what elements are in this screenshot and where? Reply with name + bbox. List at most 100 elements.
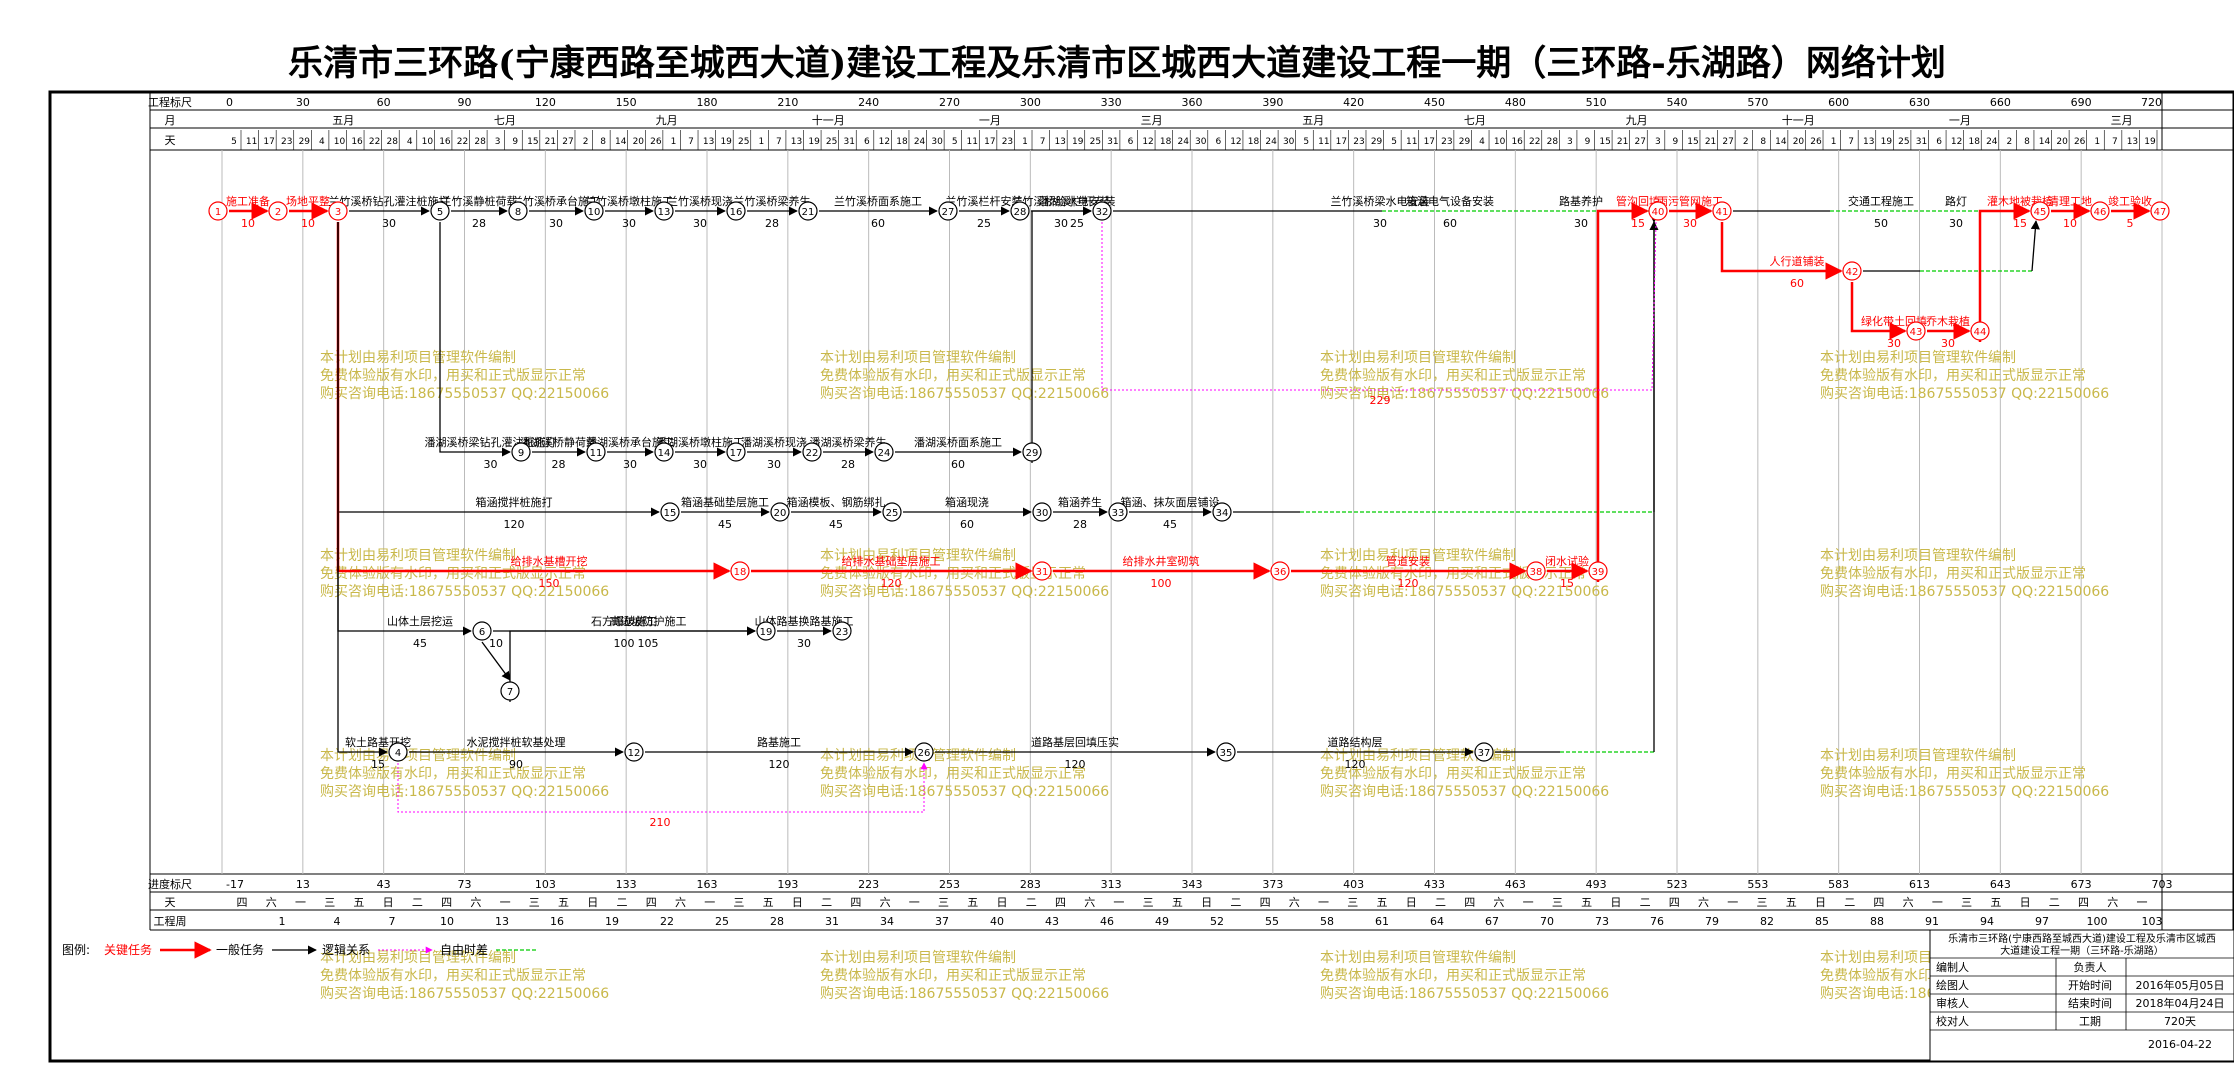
node-number: 13 bbox=[658, 207, 671, 218]
watermark-text: 本计划由易利项目管理软件编制 bbox=[1320, 950, 1516, 966]
top-tick: 30 bbox=[296, 96, 310, 109]
node-circle bbox=[328, 201, 348, 221]
day-label: 7 bbox=[688, 137, 694, 147]
node-circle bbox=[1032, 502, 1052, 522]
progress-tick: 553 bbox=[1747, 878, 1768, 891]
node-number: 20 bbox=[774, 508, 787, 519]
day-label: 22 bbox=[369, 137, 380, 147]
weekday-label: 六 bbox=[1084, 896, 1095, 909]
week-label: 28 bbox=[770, 915, 784, 928]
week-label: 16 bbox=[550, 915, 564, 928]
node-number: 11 bbox=[590, 448, 603, 459]
activity-duration: 45 bbox=[718, 518, 732, 531]
node-circle bbox=[756, 621, 776, 641]
activity-duration: 60 bbox=[871, 217, 885, 230]
day-label: 2 bbox=[1743, 137, 1749, 147]
node-number: 9 bbox=[518, 448, 524, 459]
watermark-text: 购买咨询电话:18675550537 QQ:22150066 bbox=[320, 386, 609, 402]
activity-name: 山体土层挖运 bbox=[387, 614, 453, 628]
activity-duration: 15 bbox=[1560, 577, 1574, 590]
day-label: 9 bbox=[1673, 137, 1679, 147]
node-number: 19 bbox=[760, 627, 773, 638]
weekday-label: 四 bbox=[1873, 896, 1884, 909]
watermark-text: 免费体验版有水印，用买和正式版显示正常 bbox=[320, 968, 586, 984]
node-number: 38 bbox=[1530, 567, 1543, 578]
top-tick: 180 bbox=[697, 96, 718, 109]
day-label: 5 bbox=[952, 137, 958, 147]
activity-duration: 60 bbox=[960, 518, 974, 531]
progress-tick: 13 bbox=[296, 878, 310, 891]
day-label: 23 bbox=[1002, 137, 1013, 147]
day-label: 11 bbox=[967, 137, 978, 147]
node-number: 42 bbox=[1846, 267, 1859, 278]
day-label: 16 bbox=[439, 137, 451, 147]
day-label: 10 bbox=[422, 137, 434, 147]
day-label: 3 bbox=[495, 137, 501, 147]
week-label: 49 bbox=[1155, 915, 1169, 928]
node-circle bbox=[874, 442, 894, 462]
activity-duration: 120 bbox=[1345, 758, 1366, 771]
node-circle bbox=[770, 502, 790, 522]
node-number: 28 bbox=[1014, 207, 1027, 218]
activity-name: 施工准备 bbox=[226, 194, 270, 208]
month-label: 五月 bbox=[332, 114, 354, 127]
day-label: 15 bbox=[1599, 137, 1610, 147]
watermark-text: 免费体验版有水印，用买和正式版显示正常 bbox=[1320, 566, 1586, 582]
node-circle bbox=[802, 442, 822, 462]
node-number: 26 bbox=[918, 748, 931, 759]
day-label: 30 bbox=[931, 137, 943, 147]
watermark-text: 本计划由易利项目管理软件编制 bbox=[820, 548, 1016, 564]
watermark-text: 本计划由易利项目管理软件编制 bbox=[1320, 548, 1516, 564]
weekday-label: 四 bbox=[1464, 896, 1475, 909]
weekday-label: 一 bbox=[295, 896, 306, 909]
day-label: 17 bbox=[263, 137, 274, 147]
day-label: 8 bbox=[2024, 137, 2030, 147]
activity-name: 场地平整 bbox=[286, 194, 330, 208]
activity-duration: 120 bbox=[769, 758, 790, 771]
day-label: 28 bbox=[386, 137, 398, 147]
day-label: 7 bbox=[2112, 137, 2118, 147]
day-label: 26 bbox=[2074, 137, 2086, 147]
top-tick: 300 bbox=[1020, 96, 1041, 109]
activity-name: 兰竹溪桥梁养生 bbox=[734, 194, 811, 208]
day-label: 2 bbox=[583, 137, 589, 147]
top-tick: 660 bbox=[1990, 96, 2011, 109]
activity-name: 兰竹溪静桩荷载 bbox=[441, 194, 518, 208]
weekday-label: 五 bbox=[1581, 896, 1592, 909]
node-number: 22 bbox=[806, 448, 819, 459]
node-number: 5 bbox=[437, 207, 443, 218]
month-label: 九月 bbox=[1626, 114, 1648, 127]
weekday-label: 一 bbox=[1523, 896, 1534, 909]
weekday-label: 日 bbox=[587, 896, 598, 909]
activity-duration: 28 bbox=[552, 458, 566, 471]
node-number: 10 bbox=[588, 207, 601, 218]
activity-duration: 90 bbox=[509, 758, 523, 771]
activity-name: 兰竹溪桥承台施工 bbox=[512, 194, 600, 208]
day-label: 24 bbox=[1986, 137, 1998, 147]
activity-duration: 45 bbox=[1163, 518, 1177, 531]
node-circle bbox=[654, 442, 674, 462]
top-tick: 540 bbox=[1667, 96, 1688, 109]
day-label: 10 bbox=[334, 137, 346, 147]
progress-tick: 673 bbox=[2071, 878, 2092, 891]
activity-name: 兰竹溪桥梁水电安装 bbox=[1331, 194, 1430, 208]
node-number: 17 bbox=[730, 448, 743, 459]
activity-duration: 45 bbox=[413, 637, 427, 650]
week-label: 67 bbox=[1485, 915, 1499, 928]
activity-duration: 28 bbox=[1073, 518, 1087, 531]
day-label: 5 bbox=[1303, 137, 1309, 147]
activity-duration: 120 bbox=[1398, 577, 1419, 590]
node-circle bbox=[1022, 442, 1042, 462]
info-project: 乐清市三环路(宁康西路至城西大道)建设工程及乐清市区城西 bbox=[1948, 932, 2216, 945]
info-key: 绘图人 bbox=[1936, 978, 1969, 992]
